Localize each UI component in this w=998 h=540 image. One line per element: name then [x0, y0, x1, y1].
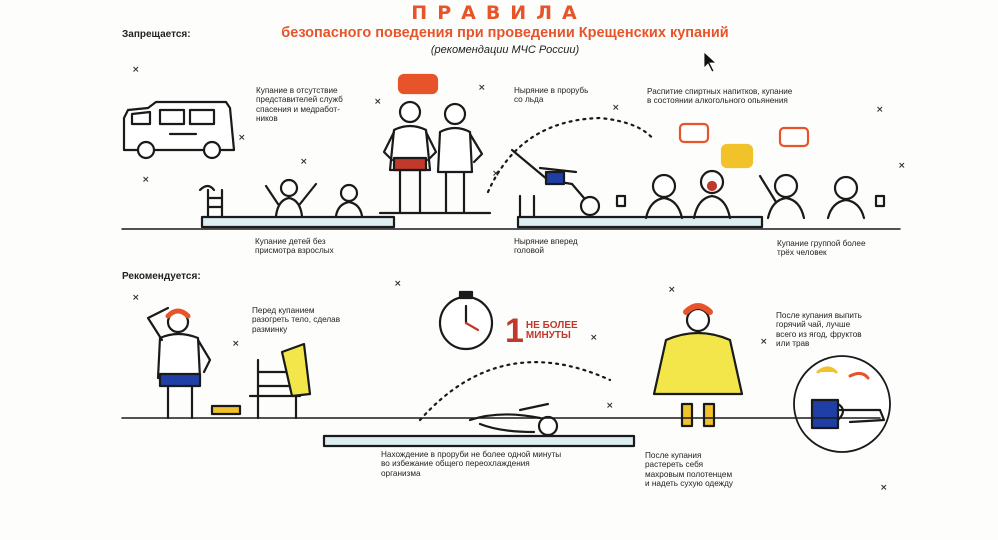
- minute-number: 1: [505, 312, 524, 350]
- svg-text:×: ×: [142, 175, 150, 185]
- warmup-man-icon: [146, 306, 242, 420]
- svg-text:×: ×: [668, 285, 676, 295]
- ambulance-icon: [122, 100, 236, 160]
- svg-text:×: ×: [880, 483, 888, 493]
- swimmer-icon: [322, 402, 636, 448]
- svg-text:×: ×: [232, 339, 240, 349]
- caption-hot-tea: После купания выпить горячий чай, лучше …: [776, 311, 862, 349]
- caption-no-ice-dive: Ныряние в прорубь со льда: [514, 86, 589, 105]
- svg-text:×: ×: [132, 65, 140, 75]
- group-drinking-icon: [615, 169, 886, 220]
- one-minute-badge: 1 НЕ БОЛЕЕ МИНУТЫ: [505, 314, 578, 348]
- poster-subtitle: безопасного поведения при проведении Кре…: [281, 25, 729, 41]
- caption-no-alcohol: Распитие спиртных напитков, купание в со…: [647, 87, 793, 106]
- svg-text:×: ×: [612, 103, 620, 113]
- prohibited-label: Запрещается:: [122, 29, 191, 40]
- caption-no-rescuers: Купание в отсутствие представителей служ…: [256, 86, 343, 124]
- poster-title: ПРАВИЛА: [411, 2, 587, 24]
- men-standing-icon: [378, 100, 492, 215]
- caption-one-minute: Нахождение в проруби не более одной мину…: [381, 450, 562, 478]
- towel-woman-icon: [652, 303, 744, 428]
- svg-text:×: ×: [132, 293, 140, 303]
- svg-text:×: ×: [492, 169, 500, 179]
- cursor-icon: [703, 51, 718, 73]
- svg-text:×: ×: [606, 401, 614, 411]
- pool-children-icon: [198, 178, 396, 229]
- caption-no-head-dive: Ныряние вперед головой: [514, 237, 578, 256]
- tea-cup-icon: [793, 355, 891, 453]
- svg-text:×: ×: [898, 161, 906, 171]
- caption-no-group: Купание группой более трёх человек: [777, 239, 866, 258]
- stopwatch-icon: [438, 290, 494, 351]
- recommended-label: Рекомендуется:: [122, 271, 201, 282]
- chair-towel-icon: [248, 342, 312, 420]
- caption-towel: После купания растереть себя махровым по…: [645, 451, 734, 489]
- svg-text:×: ×: [238, 133, 246, 143]
- svg-text:×: ×: [394, 279, 402, 289]
- minute-text: НЕ БОЛЕЕ МИНУТЫ: [525, 319, 578, 341]
- svg-text:×: ×: [876, 105, 884, 115]
- svg-text:×: ×: [760, 337, 768, 347]
- poster-note: (рекомендации МЧС России): [430, 44, 580, 56]
- caption-no-children-alone: Купание детей без присмотра взрослых: [255, 237, 334, 256]
- svg-text:×: ×: [300, 157, 308, 167]
- svg-text:×: ×: [374, 97, 382, 107]
- svg-text:×: ×: [590, 333, 598, 343]
- ice-diver-icon: [486, 116, 764, 229]
- svg-text:×: ×: [478, 83, 486, 93]
- caption-warm-up: Перед купанием разогреть тело, сделав ра…: [252, 306, 341, 334]
